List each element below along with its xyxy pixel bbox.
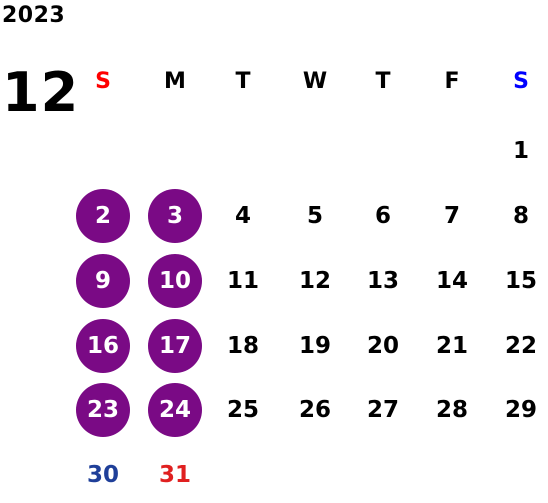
day-cell-5[interactable]: 5 [306, 203, 323, 229]
day-cell-11[interactable]: 11 [226, 268, 259, 294]
day-cell-17[interactable]: 17 [148, 319, 202, 373]
day-cell-8[interactable]: 8 [512, 203, 529, 229]
day-cell-16[interactable]: 16 [76, 319, 130, 373]
day-cell-13[interactable]: 13 [366, 268, 399, 294]
day-cell-21[interactable]: 21 [435, 333, 468, 359]
day-cell-9[interactable]: 9 [76, 254, 130, 308]
day-cell-27[interactable]: 27 [366, 397, 399, 423]
day-cell-20[interactable]: 20 [366, 333, 399, 359]
year-label: 2023 [2, 3, 66, 28]
weekday-header-sat: S [513, 68, 529, 94]
day-cell-26[interactable]: 26 [298, 397, 331, 423]
day-cell-24[interactable]: 24 [148, 383, 202, 437]
weekday-header-wed: W [302, 68, 328, 94]
weekday-header-sun: S [95, 68, 111, 94]
weekday-header-fri: F [444, 68, 460, 94]
day-cell-7[interactable]: 7 [443, 203, 460, 229]
weekday-header-mon: M [164, 68, 186, 94]
day-cell-3[interactable]: 3 [148, 189, 202, 243]
month-label: 12 [2, 61, 80, 124]
weekday-header-tue: T [235, 68, 251, 94]
day-cell-15[interactable]: 15 [504, 268, 537, 294]
day-cell-28[interactable]: 28 [435, 397, 468, 423]
day-cell-23[interactable]: 23 [76, 383, 130, 437]
day-cell-22[interactable]: 22 [504, 333, 537, 359]
weekday-header-thu: T [375, 68, 391, 94]
day-cell-25[interactable]: 25 [226, 397, 259, 423]
day-cell-14[interactable]: 14 [435, 268, 468, 294]
day-cell-6[interactable]: 6 [374, 203, 391, 229]
day-cell-29[interactable]: 29 [504, 397, 537, 423]
day-cell-10[interactable]: 10 [148, 254, 202, 308]
day-cell-19[interactable]: 19 [298, 333, 331, 359]
day-cell-30[interactable]: 30 [86, 462, 119, 488]
day-cell-18[interactable]: 18 [226, 333, 259, 359]
day-cell-31[interactable]: 31 [158, 462, 191, 488]
day-cell-2[interactable]: 2 [76, 189, 130, 243]
day-cell-1[interactable]: 1 [512, 138, 529, 164]
day-cell-4[interactable]: 4 [234, 203, 251, 229]
day-cell-12[interactable]: 12 [298, 268, 331, 294]
